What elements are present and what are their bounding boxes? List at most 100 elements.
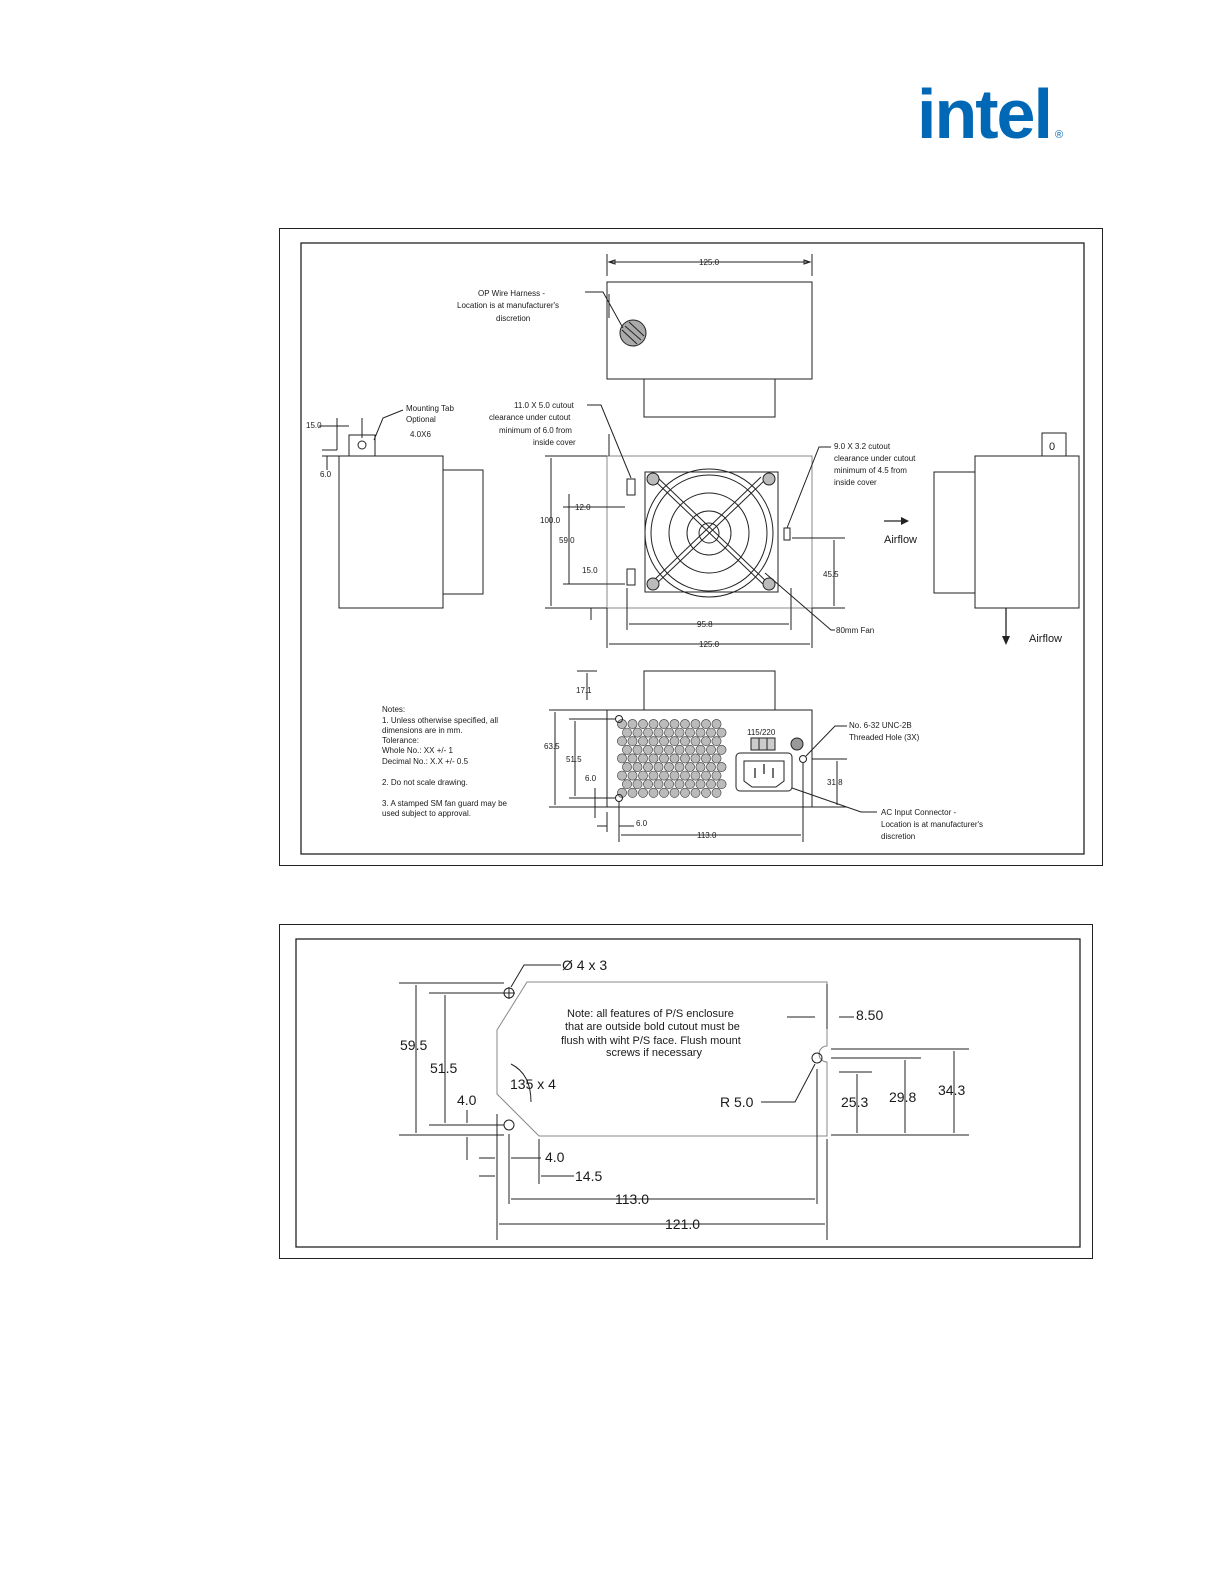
vent-hole [617, 753, 627, 764]
dim-34-3: 34.3 [938, 1082, 965, 1098]
vent-hole [632, 744, 643, 755]
hole-label: Ø 4 x 3 [562, 957, 607, 973]
notes-line-4: Whole No.: XX +/- 1 [382, 746, 453, 755]
vent-hole [648, 787, 659, 798]
notes-line-2: dimensions are in mm. [382, 726, 462, 735]
vent-hole [659, 787, 669, 798]
vent-hole [627, 787, 638, 798]
vent-hole [674, 744, 685, 755]
vent-hole [680, 787, 690, 798]
vent-hole [643, 762, 653, 772]
threaded-hole-line2: Threaded Hole (3X) [849, 733, 920, 742]
right-side-tab [1041, 432, 1067, 457]
intel-logo: intel ® [917, 75, 1063, 152]
dim-4-0: 4.0 [457, 1092, 477, 1108]
right-side-tab-label: 0 [1049, 441, 1055, 453]
vent-hole [711, 753, 722, 764]
vent-hole [638, 736, 648, 747]
vent-hole [701, 736, 711, 747]
vent-hole [627, 719, 638, 729]
vent-hole [690, 719, 701, 729]
vent-hole [669, 770, 680, 781]
dim-113: 113.0 [697, 831, 717, 840]
vent-hole [674, 762, 685, 772]
vent-hole [701, 787, 711, 798]
vent-hole [674, 727, 685, 738]
intel-logo-text: intel [917, 75, 1051, 152]
dim-121: 121.0 [665, 1216, 700, 1232]
vent-hole [659, 753, 669, 764]
vent-hole [669, 736, 680, 747]
vent-hole [622, 727, 632, 738]
vent-hole [653, 744, 664, 755]
vent-hole [659, 736, 669, 747]
airflow-label-down: Airflow [1029, 633, 1062, 645]
vent-hole [669, 719, 680, 729]
vent-hole [627, 753, 638, 764]
note-line1: Note: all features of P/S enclosure [567, 1008, 734, 1020]
cutout-left-line2: clearance under cutout [489, 413, 571, 422]
intel-logo-mark: ® [1055, 129, 1063, 141]
vent-hole [701, 719, 711, 729]
right-cutout [783, 527, 791, 541]
threaded-hole-right [799, 755, 807, 763]
vent-hole [685, 744, 695, 755]
vent-hole [701, 770, 711, 781]
threaded-hole-top-left [615, 715, 623, 723]
dim-tab-6: 6.0 [320, 470, 332, 479]
fan-face-view: 100.0 12.0 59.0 15.0 45.5 95.8 125.0 11.… [489, 401, 916, 649]
dim-25-3: 25.3 [841, 1094, 868, 1110]
dim-59: 59.0 [559, 536, 575, 545]
cutout-left-line3: minimum of 6.0 from [499, 426, 572, 435]
left-cutout-lower [626, 568, 636, 586]
vent-hole [711, 787, 722, 798]
vent-hole [643, 727, 653, 738]
cutout-right-line1: 9.0 X 3.2 cutout [834, 442, 891, 451]
fan-screw-top-right [762, 472, 776, 486]
vent-hole [653, 762, 664, 772]
notes-line-3: Tolerance: [382, 736, 419, 745]
dim-31-8: 31.8 [827, 778, 843, 787]
vent-hole [711, 736, 722, 747]
vent-hole [622, 779, 632, 790]
vent-hole [680, 753, 690, 764]
figure2-inner-frame [295, 938, 1081, 1248]
vent-hole [664, 762, 674, 772]
vent-hole [653, 727, 664, 738]
rear-view-fan-housing [643, 670, 776, 711]
vent-hole [706, 727, 716, 738]
vent-hole [643, 744, 653, 755]
notes-line-7: 3. A stamped SM fan guard may be [382, 799, 508, 808]
vent-hole [664, 779, 674, 790]
threaded-hole-bottom-left [615, 794, 623, 802]
vent-hole [690, 753, 701, 764]
cutout-detail-figure: Ø 4 x 3 Note: all features of P/S enclos… [279, 924, 1093, 1259]
harness-note-line3: discretion [496, 314, 530, 323]
vent-hole [622, 744, 632, 755]
vent-hole-grid [617, 719, 727, 798]
mount-hole-bottom-left [503, 1119, 515, 1131]
dim-113: 113.0 [615, 1191, 649, 1207]
figure2-outer-frame [279, 924, 1093, 1259]
left-side-view: 15.0 6.0 Mounting Tab Optional 4.0X6 [306, 404, 484, 609]
notes-line-1: 1. Unless otherwise specified, all [382, 716, 498, 725]
dim-45-5: 45.5 [823, 570, 839, 579]
power-supply-outline-figure: 125.0 OP Wire Harness - Location is at m… [279, 228, 1103, 866]
vent-hole [706, 744, 716, 755]
vent-hole [632, 762, 643, 772]
vent-hole [711, 770, 722, 781]
dim-bottom-width: 125.0 [699, 640, 720, 649]
vent-hole [638, 787, 648, 798]
notes-line-8: used subject to approval. [382, 809, 471, 818]
vent-hole [701, 753, 711, 764]
vent-hole [653, 779, 664, 790]
vent-hole [669, 753, 680, 764]
vent-hole [664, 727, 674, 738]
voltage-switch-label: 115/220 [747, 728, 776, 737]
vent-hole [648, 770, 659, 781]
fan-label: 80mm Fan [836, 626, 874, 635]
figure-inner-frame [300, 242, 1085, 855]
fan-screw-top-left [646, 472, 660, 486]
dim-tab-15: 15.0 [306, 421, 322, 430]
vent-hole [664, 744, 674, 755]
